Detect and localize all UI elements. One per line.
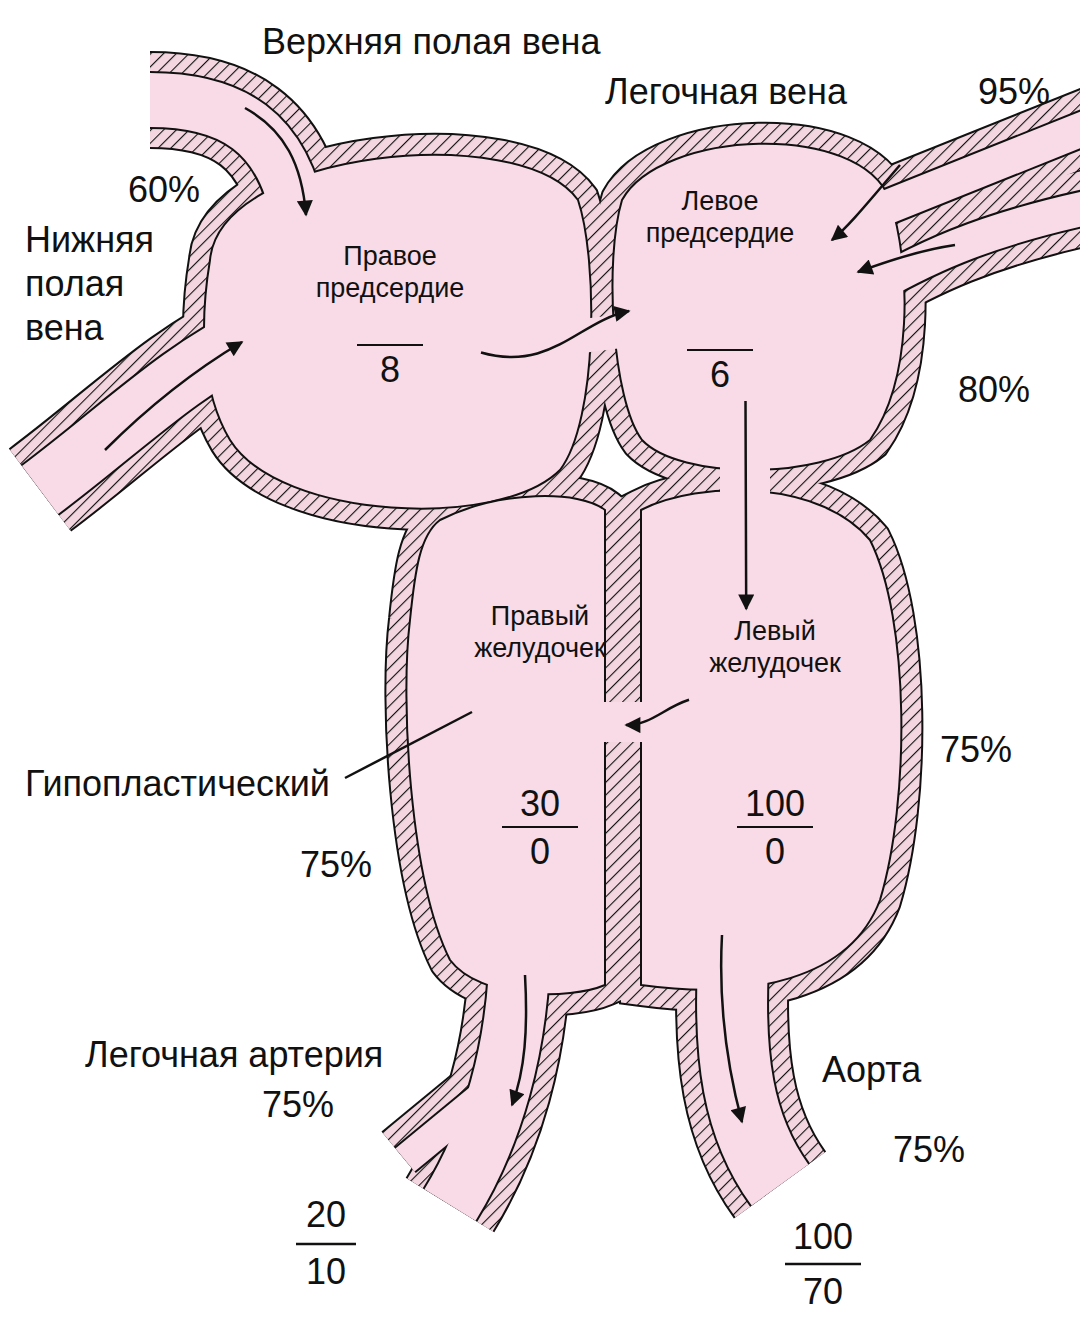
fraction-bar	[296, 1244, 861, 1264]
pressure-value: 100	[783, 1215, 863, 1258]
flow-arrow	[626, 700, 689, 725]
vessel-label: Легочная вена	[605, 70, 847, 113]
heart-chamber: Левый желудочек 1000	[695, 615, 855, 872]
pressure-value: 10	[294, 1250, 358, 1293]
pressure-value: 100	[737, 784, 813, 828]
flow-arrow	[481, 311, 629, 357]
saturation-percent: 95%	[978, 70, 1050, 113]
heart-chamber: Левое предсердие 6	[635, 185, 805, 395]
vessel-label: Верхняя полая вена	[262, 20, 600, 63]
chamber-cavity	[204, 144, 905, 995]
saturation-percent: 80%	[958, 368, 1030, 411]
pressure-value: 6	[687, 349, 753, 395]
callout-label: Гипопластический	[25, 762, 330, 805]
pressure-value: 20	[294, 1193, 358, 1236]
saturation-percent: 60%	[128, 168, 200, 211]
chamber-name: Правый желудочек	[460, 600, 620, 664]
pressure-value: 0	[737, 828, 813, 872]
chamber-name: Левый желудочек	[695, 615, 855, 679]
pressure-value: 0	[502, 828, 578, 872]
flow-arrow	[105, 108, 955, 1122]
saturation-percent: 75%	[300, 843, 372, 886]
saturation-percent: 75%	[262, 1083, 334, 1126]
vessel-label: Аорта	[822, 1048, 921, 1091]
pressure-value: 30	[502, 784, 578, 828]
flow-arrow	[744, 401, 747, 609]
chamber-name: Левое предсердие	[635, 185, 805, 249]
vessel-label: Легочная артерия	[85, 1033, 383, 1076]
outer-wall-outline	[40, 100, 1080, 1205]
heart-chamber: Правое предсердие 8	[305, 240, 475, 390]
vessel-lumen	[40, 100, 1080, 1205]
chamber-name: Правое предсердие	[305, 240, 475, 304]
hatched-wall	[40, 100, 1080, 1205]
saturation-percent: 75%	[893, 1128, 965, 1171]
vessel-label: Нижняя полая вена	[25, 218, 195, 350]
inner-wall-outline	[40, 100, 1080, 1205]
pressure-value: 70	[783, 1270, 863, 1313]
pressure-value: 8	[357, 344, 423, 390]
saturation-percent: 75%	[940, 728, 1012, 771]
heart-chamber: Правый желудочек 300	[460, 600, 620, 872]
leader-line	[345, 712, 472, 778]
